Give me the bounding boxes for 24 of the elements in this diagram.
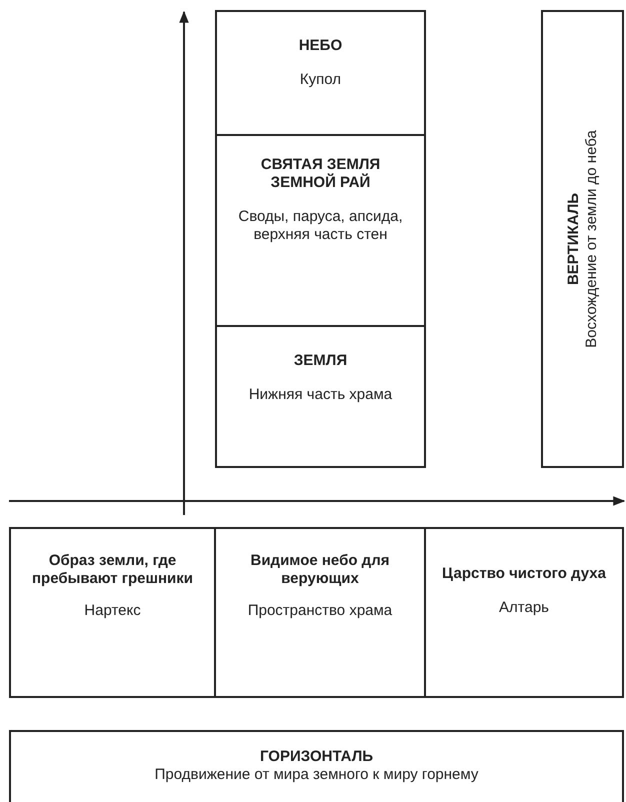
box [214, 527, 426, 698]
box [215, 325, 426, 468]
heading: НЕБО [298, 37, 342, 55]
box [9, 527, 216, 698]
box [215, 134, 426, 327]
heading: Царство чистого духа [442, 565, 606, 583]
heading: ЗЕМЛЯ [294, 352, 348, 370]
description: Нижняя часть храма [248, 386, 392, 404]
heading: ГОРИЗОНТАЛЬ [260, 748, 373, 766]
box [215, 10, 426, 136]
description: Пространство храма [248, 602, 392, 620]
heading: СВЯТАЯ ЗЕМЛЯ ЗЕМНОЙ РАЙ [260, 156, 382, 192]
heading: ВЕРТИКАЛЬ [564, 192, 582, 286]
description: Продвижение от мира земного к миру горнему [154, 766, 478, 784]
description: Нартекс [84, 602, 141, 620]
description: Алтарь [499, 599, 549, 617]
box [541, 10, 624, 468]
description: Купол [300, 71, 342, 89]
box [9, 730, 624, 802]
description: Восхождение от земли до неба [582, 130, 600, 348]
heading: Видимое небо для верующих [250, 552, 390, 588]
description: Своды, паруса, апсида, верхняя часть стен [237, 208, 404, 244]
heading: Образ земли, где пребывают грешники [30, 552, 194, 588]
box [424, 527, 624, 698]
